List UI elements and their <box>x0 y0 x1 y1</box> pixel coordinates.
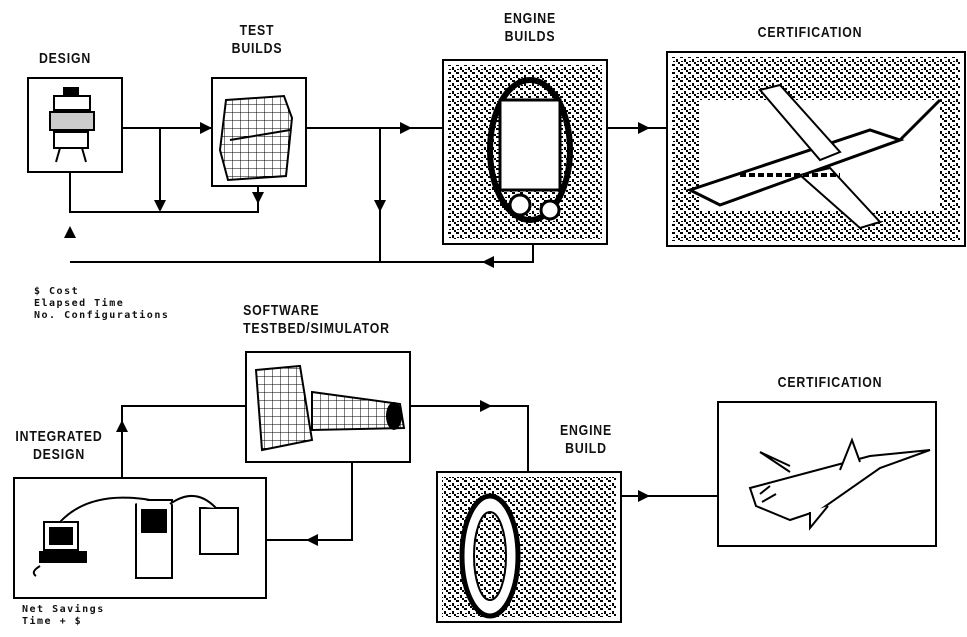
plotter-icon <box>50 88 94 162</box>
airliner-photo <box>672 57 960 241</box>
mesh-model-icon <box>220 96 292 180</box>
engine-mesh-icon <box>256 366 404 450</box>
engine-build-bottom-photo <box>442 477 616 617</box>
fighter-jet-icon <box>750 440 930 528</box>
workstation-icon <box>34 496 238 578</box>
engine-build-photo <box>448 65 602 239</box>
